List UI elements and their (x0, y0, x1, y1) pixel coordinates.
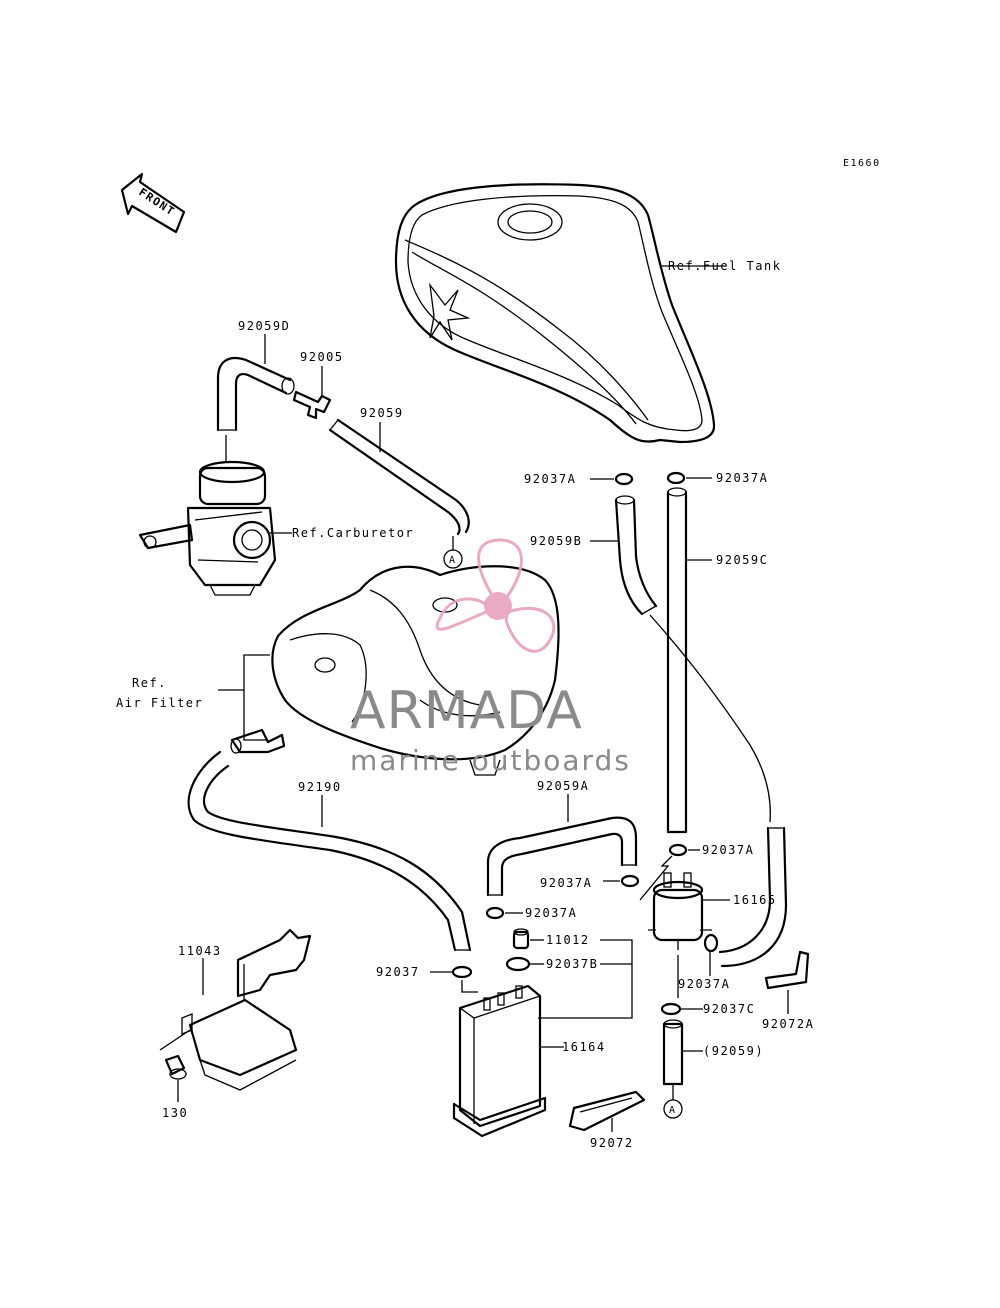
callout-11012: 11012 (546, 933, 590, 947)
callout-16165: 16165 (733, 893, 777, 907)
fuel-tank (394, 183, 716, 444)
callout-92037b: 92037B (546, 957, 598, 971)
callout-92059: 92059 (360, 406, 404, 420)
strap-92072 (568, 1090, 646, 1132)
callout-92072a: 92072A (762, 1017, 814, 1031)
callout-92059c: 92059C (716, 553, 768, 567)
canister-16164 (452, 984, 547, 1138)
fitting-92005 (292, 390, 332, 420)
hose-right-curve (718, 826, 788, 968)
callout-ref-air-filter-2: Air Filter (116, 696, 203, 710)
carburetor (138, 435, 277, 596)
hose-92059c (666, 487, 688, 834)
callout-92072: 92072 (590, 1136, 634, 1150)
callout-11043: 11043 (178, 944, 222, 958)
clamp-92037a-right-top (666, 471, 686, 485)
clamp-92037a-3 (668, 843, 688, 857)
clamp-92037a-5 (485, 906, 505, 920)
callout-92059d: 92059D (238, 319, 290, 333)
marker-a-bottom: A (669, 1105, 677, 1116)
armada-logo-icon (435, 538, 556, 653)
front-arrow-icon: FRONT (120, 172, 186, 234)
clamp-92037b (505, 956, 531, 972)
hose-92059a (486, 816, 638, 897)
callout-130: 130 (162, 1106, 188, 1120)
hose-92059-lower (662, 1019, 684, 1086)
callout-ref-carburetor: Ref.Carburetor (292, 526, 414, 540)
callout-92037: 92037 (376, 965, 420, 979)
bolt-130 (164, 1054, 187, 1080)
hose-92059 (328, 418, 470, 536)
callout-92037a-2: 92037A (716, 471, 768, 485)
callout-92005: 92005 (300, 350, 344, 364)
watermark-brand: ARMADA (350, 681, 583, 741)
hose-92059b (614, 495, 658, 616)
callout-92059-paren: (92059) (703, 1044, 764, 1058)
callout-92037a-5: 92037A (525, 906, 577, 920)
callout-92037c: 92037C (703, 1002, 755, 1016)
callout-92059a: 92059A (537, 779, 589, 793)
callout-ref-air-filter-1: Ref. (132, 676, 167, 690)
bracket-11043 (181, 928, 312, 1091)
air-filter-box (271, 565, 560, 776)
callout-92037a-6: 92037A (678, 977, 730, 991)
callout-92190: 92190 (298, 780, 342, 794)
callout-92037a-4: 92037A (540, 876, 592, 890)
clamp-92037c (660, 1002, 682, 1016)
callout-16164: 16164 (562, 1040, 606, 1054)
cap-11012 (512, 928, 530, 950)
strap-92072a (764, 950, 810, 990)
clamp-92037a-4 (620, 874, 640, 888)
callout-92037a-1: 92037A (524, 472, 576, 486)
hose-92059d (216, 356, 295, 432)
watermark-tagline: marine outboards (350, 744, 631, 777)
callout-92059b: 92059B (530, 534, 582, 548)
clamp-92037a-6 (703, 933, 719, 953)
callout-ref-fuel-tank: Ref.Fuel Tank (668, 259, 781, 273)
marker-a-top: A (449, 555, 457, 566)
fuel-filter-16165 (648, 872, 712, 950)
callout-92037a-3: 92037A (702, 843, 754, 857)
hose-92190 (187, 750, 472, 952)
elbow-fitting (230, 728, 286, 754)
clamp-92037 (451, 965, 473, 979)
diagram-code: E1660 (843, 158, 881, 169)
clamp-92037a-left-top (614, 472, 634, 486)
